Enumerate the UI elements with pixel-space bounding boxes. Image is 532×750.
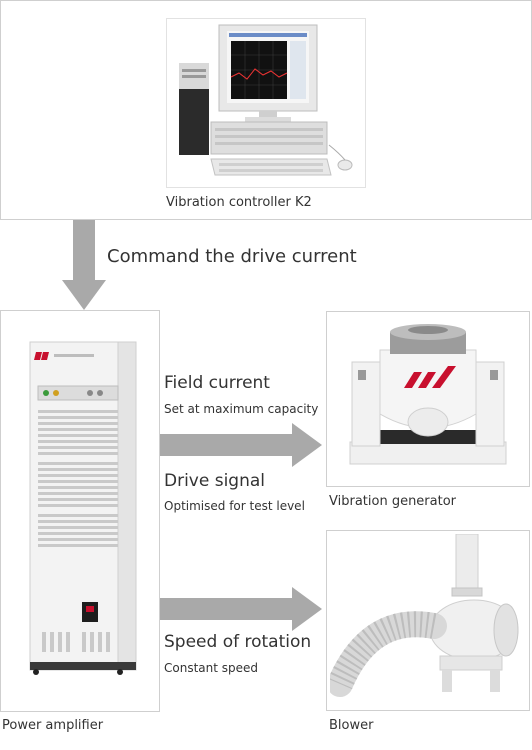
speed-of-rotation-subtitle: Constant speed xyxy=(164,661,259,675)
field-current-title: Field current xyxy=(164,373,270,393)
command-label: Command the drive current xyxy=(107,246,357,267)
speed-of-rotation-title: Speed of rotation xyxy=(164,632,312,652)
amplifier-caption: Power amplifier xyxy=(2,718,104,733)
right-arrow-generator xyxy=(160,423,322,467)
controller-image xyxy=(166,18,366,188)
generator-image xyxy=(340,318,516,480)
drive-signal-subtitle: Optimised for test level xyxy=(164,499,305,513)
controller-caption: Vibration controller K2 xyxy=(166,195,312,210)
right-arrow-blower xyxy=(160,587,322,631)
blower-image xyxy=(330,534,526,707)
blower-caption: Blower xyxy=(329,718,374,733)
generator-caption: Vibration generator xyxy=(329,494,457,509)
drive-signal-title: Drive signal xyxy=(164,471,266,491)
field-current-subtitle: Set at maximum capacity xyxy=(164,402,319,416)
logo-icon xyxy=(404,366,456,388)
down-arrow xyxy=(62,220,106,310)
amplifier-image xyxy=(20,338,142,678)
logo-icon xyxy=(34,352,49,360)
